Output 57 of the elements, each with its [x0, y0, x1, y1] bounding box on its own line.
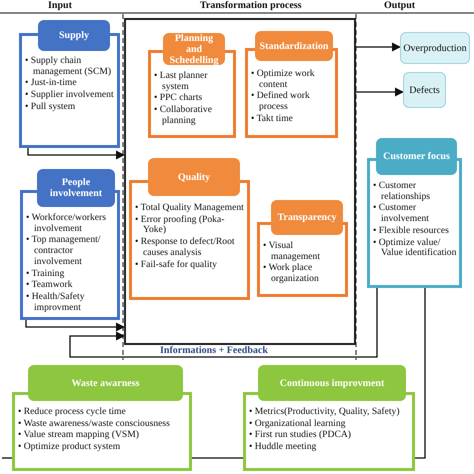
column-heading: Transformation process — [200, 0, 302, 12]
list-item: • Organizational learning — [249, 418, 346, 430]
list-item: • Optimize product system — [18, 442, 122, 453]
list-item: • Work place organization — [263, 263, 320, 285]
category-heading: Quality — [148, 158, 240, 196]
list-item: • Visual management — [263, 241, 322, 262]
list-item: • Huddle meeting — [249, 442, 318, 453]
list-item: • Reduce process cycle time — [18, 407, 127, 418]
output-box: Defects — [403, 72, 446, 108]
arrow — [356, 42, 401, 52]
category-heading: Continuous improvment — [258, 365, 406, 401]
list-item: • Collaborative planning — [154, 105, 213, 127]
list-item: • Flexible resources — [373, 226, 450, 237]
list-item: • Takt time — [251, 114, 294, 125]
list-item: • Optimize value/ Value identification — [373, 238, 457, 260]
connector-line — [2, 457, 12, 459]
list-item: • PPC charts — [154, 93, 204, 104]
list-item: • Waste awareness/waste consciousness — [18, 418, 171, 430]
arrow — [25, 320, 125, 332]
output-box: Overproduction — [400, 32, 470, 64]
list-item: • Metrics(Productivity, Quality, Safety) — [249, 407, 401, 418]
edge-label: Informations + Feedback — [158, 345, 270, 356]
list-item: • Just-in-time — [25, 78, 78, 90]
list-item: • Customer relationships — [373, 181, 432, 202]
category-heading: Waste awarness — [28, 365, 183, 401]
arrow — [69, 288, 378, 358]
category-heading: Standardization — [255, 31, 333, 61]
list-item: • Top management/ contractor involvement — [26, 235, 102, 268]
list-item: • First run studies (PDCA) — [249, 430, 352, 442]
category-heading: Transparency — [271, 200, 343, 235]
list-item: • Supply chain management (SCM) — [25, 56, 112, 78]
list-item: • Supplier involvement — [25, 90, 115, 101]
list-item: • Response to defect/Root causes analysis — [135, 237, 236, 259]
list-item: • Workforce/workers involvement — [26, 213, 107, 234]
list-item: • Health/Safety improvment — [26, 292, 86, 314]
list-item: • Defined work process — [251, 91, 311, 113]
list-item: • Total Quality Management — [135, 203, 245, 214]
connector-line — [192, 457, 243, 459]
list-item: • Teamwork — [26, 280, 74, 292]
list-item: • Optimize work content — [251, 69, 316, 90]
list-item: • Pull system — [25, 102, 76, 113]
category-heading: Customer focus — [376, 138, 457, 175]
column-heading: Output — [384, 0, 416, 12]
list-item: • Customer involvement — [373, 203, 430, 225]
list-item: • Error proofing (Poka-Yoke) — [135, 214, 226, 236]
list-item: • Fail-safe for quality — [135, 260, 218, 270]
arrow — [356, 87, 404, 97]
category-heading: People involvement — [37, 169, 115, 207]
list-item: • Last planner system — [154, 71, 208, 92]
category-heading: Supply — [38, 20, 110, 51]
arrow — [27, 148, 125, 160]
column-heading: Input — [48, 0, 72, 12]
list-item: • Training — [26, 268, 66, 280]
list-item: • Value stream mapping (VSM) — [18, 430, 140, 442]
process-frame — [124, 18, 356, 345]
category-heading: Planning and Schedelling — [163, 33, 225, 65]
connector-line — [415, 288, 426, 459]
